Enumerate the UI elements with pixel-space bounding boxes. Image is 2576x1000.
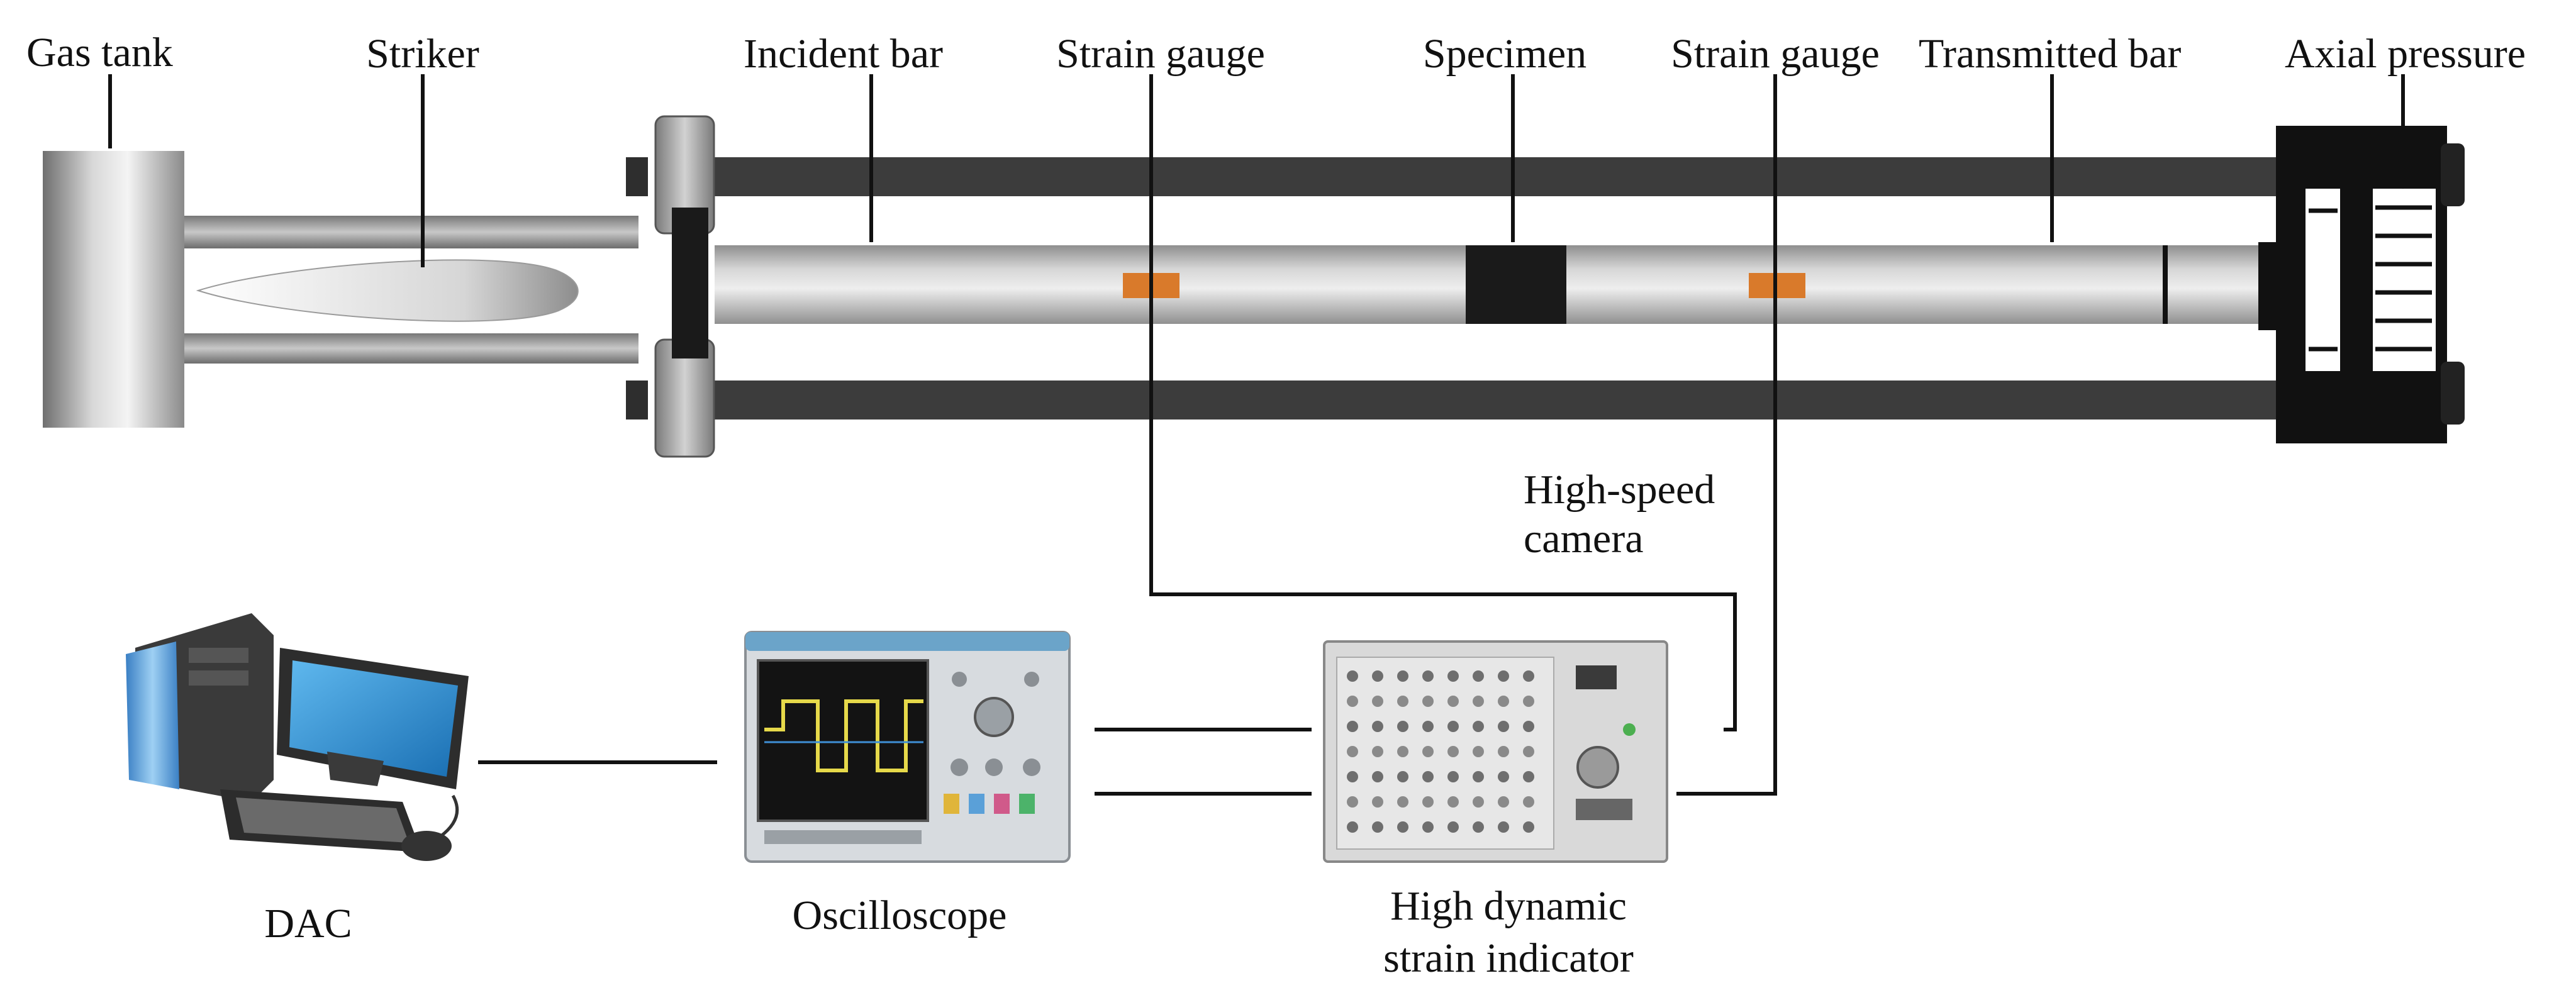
indicator-knob bbox=[1498, 696, 1509, 707]
striker bbox=[196, 259, 579, 322]
indicator-knob bbox=[1523, 696, 1534, 707]
desktop-computer-icon bbox=[126, 613, 469, 861]
indicator-knob bbox=[1523, 746, 1534, 757]
label-camera-line1: High-speed bbox=[1524, 467, 1715, 513]
indicator-knob bbox=[1397, 696, 1408, 707]
indicator-knob bbox=[1422, 721, 1434, 732]
indicator-knob bbox=[1473, 821, 1484, 833]
strain-gauge-wires bbox=[1149, 74, 1777, 796]
indicator-knob bbox=[1498, 746, 1509, 757]
indicator-knob bbox=[1397, 746, 1408, 757]
label-specimen: Specimen bbox=[1423, 31, 1586, 77]
indicator-knob bbox=[1397, 670, 1408, 682]
indicator-knob bbox=[1498, 721, 1509, 732]
indicator-knob bbox=[1372, 721, 1383, 732]
indicator-knob bbox=[1347, 771, 1358, 782]
indicator-knob bbox=[1498, 821, 1509, 833]
front-flange bbox=[626, 115, 715, 458]
label-strain-gauge-1: Strain gauge bbox=[1056, 31, 1265, 77]
indicator-knob bbox=[1372, 821, 1383, 833]
gas-tank bbox=[43, 151, 184, 428]
indicator-knob bbox=[1523, 670, 1534, 682]
signal-cables bbox=[477, 728, 1312, 796]
indicator-knob bbox=[1372, 796, 1383, 808]
indicator-knob bbox=[1347, 670, 1358, 682]
label-oscilloscope: Oscilloscope bbox=[793, 892, 1007, 938]
indicator-knob bbox=[1347, 796, 1358, 808]
indicator-knob bbox=[1447, 721, 1459, 732]
label-pointers bbox=[108, 74, 2405, 268]
label-strain-gauge-2: Strain gauge bbox=[1671, 31, 1880, 77]
indicator-knob bbox=[1447, 670, 1459, 682]
specimen bbox=[1466, 245, 1566, 324]
indicator-knob bbox=[1473, 796, 1484, 808]
label-indicator-line2: strain indicator bbox=[1383, 935, 1634, 981]
indicator-knob bbox=[1422, 746, 1434, 757]
incident-bar bbox=[715, 245, 1466, 324]
label-axial-pressure: Axial pressure bbox=[2285, 31, 2526, 77]
indicator-knob bbox=[1347, 696, 1358, 707]
indicator-knob bbox=[1422, 821, 1434, 833]
indicator-knob bbox=[1422, 796, 1434, 808]
label-gas-tank: Gas tank bbox=[26, 30, 173, 75]
indicator-knob bbox=[1473, 771, 1484, 782]
indicator-knob bbox=[1473, 670, 1484, 682]
indicator-knob bbox=[1473, 696, 1484, 707]
indicator-knob bbox=[1447, 771, 1459, 782]
label-striker: Striker bbox=[366, 31, 479, 77]
oscilloscope-icon bbox=[744, 631, 1071, 863]
label-camera-line2: camera bbox=[1524, 516, 1644, 562]
indicator-knob bbox=[1397, 796, 1408, 808]
label-indicator-line1: High dynamic bbox=[1390, 883, 1627, 929]
indicator-knob bbox=[1523, 796, 1534, 808]
transmitted-bar bbox=[1566, 245, 2258, 324]
indicator-knob bbox=[1422, 696, 1434, 707]
indicator-knob bbox=[1498, 796, 1509, 808]
indicator-knob bbox=[1523, 821, 1534, 833]
indicator-knob bbox=[1523, 721, 1534, 732]
indicator-knob bbox=[1447, 696, 1459, 707]
indicator-knob bbox=[1473, 721, 1484, 732]
indicator-knob bbox=[1498, 771, 1509, 782]
strain-indicator-device-icon bbox=[1323, 640, 1668, 863]
indicator-knob bbox=[1498, 670, 1509, 682]
indicator-knob bbox=[1347, 721, 1358, 732]
launcher-barrel bbox=[184, 216, 638, 364]
indicator-knob bbox=[1397, 721, 1408, 732]
axial-pressure-arrows bbox=[2309, 205, 2432, 352]
indicator-knob bbox=[1347, 746, 1358, 757]
indicator-knob bbox=[1447, 821, 1459, 833]
indicator-knob bbox=[1447, 746, 1459, 757]
indicator-knob bbox=[1422, 670, 1434, 682]
indicator-knob bbox=[1397, 771, 1408, 782]
indicator-knob bbox=[1422, 771, 1434, 782]
frame-tie-rods bbox=[705, 157, 2441, 419]
axial-pressure-unit bbox=[2258, 126, 2465, 443]
indicator-knob bbox=[1447, 796, 1459, 808]
indicator-knob bbox=[1372, 696, 1383, 707]
indicator-knob bbox=[1347, 821, 1358, 833]
label-incident-bar: Incident bar bbox=[744, 31, 943, 77]
label-dac: DAC bbox=[264, 901, 352, 947]
label-transmitted-bar: Transmitted bar bbox=[1919, 31, 2181, 77]
indicator-knob bbox=[1523, 771, 1534, 782]
indicator-knob bbox=[1397, 821, 1408, 833]
indicator-knob bbox=[1372, 670, 1383, 682]
indicator-knob bbox=[1372, 746, 1383, 757]
indicator-knob bbox=[1372, 771, 1383, 782]
indicator-knob bbox=[1473, 746, 1484, 757]
